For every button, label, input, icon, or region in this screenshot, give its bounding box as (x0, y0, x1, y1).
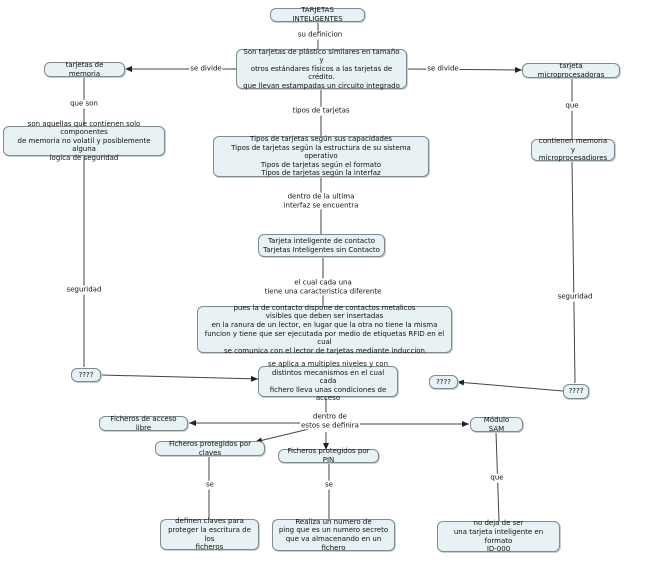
node-memory-cards[interactable]: tarjetas de memoria (44, 61, 125, 78)
node-memory-desc[interactable]: son aquellas que contienen solo componen… (3, 120, 165, 162)
node-pin-files[interactable]: Ficheros protegidos por PIN (278, 447, 379, 464)
node-q-left[interactable]: ???? (71, 368, 101, 382)
link-dentro-ultima: dentro de la ultima interfaz se encuentr… (282, 192, 360, 210)
node-sam[interactable]: Módulo SAM (470, 416, 523, 433)
link-que: que (564, 101, 580, 111)
node-title[interactable]: TARJETAS INTELIGENTES (270, 6, 365, 23)
node-contact-desc[interactable]: pues la de contacto dispone de contactos… (197, 304, 452, 355)
node-levels[interactable]: se aplica a multiples niveles y con dist… (258, 360, 398, 402)
link-su-definicion: su definicion (296, 30, 344, 40)
node-micro-desc[interactable]: contienen memoria y microprocesadiores (531, 137, 615, 162)
link-que-son: que son (69, 99, 99, 109)
link-se-pin: se (324, 480, 334, 490)
edge-to-key (254, 428, 310, 444)
node-types[interactable]: Tipos de tarjetas según sus capacidades … (213, 135, 429, 177)
link-se-divide-right: se divide (426, 64, 460, 74)
node-definition[interactable]: Son tarjetas de plástico similares en ta… (236, 48, 407, 90)
edge-microdesc-qfar (571, 160, 576, 384)
link-se-divide-left: se divide (189, 64, 223, 74)
link-dentro-estos: dentro de estos se definira (300, 412, 360, 430)
edge-qleft-levels (100, 374, 259, 382)
node-sam-desc[interactable]: no deja de ser una tarjeta inteligente e… (437, 519, 560, 553)
node-key-files[interactable]: Ficheros protegidos por claves (155, 440, 265, 457)
link-el-cual: el cual cada una tiene una caracteristic… (263, 278, 383, 296)
node-key-desc[interactable]: definen claves para proteger la escritur… (160, 517, 259, 551)
link-tipos-de-tarjetas: tipos de tarjetas (291, 106, 351, 116)
node-pin-desc[interactable]: Realiza un numero de ping que es un nume… (272, 518, 395, 552)
node-q-far-right[interactable]: ???? (563, 384, 589, 399)
link-se-key: se (205, 480, 215, 490)
link-seguridad-left: seguridad (65, 285, 103, 295)
edge-definition-micro (405, 66, 523, 73)
link-que-sam: que (489, 473, 505, 483)
node-q-right[interactable]: ???? (429, 375, 458, 389)
link-seguridad-right: seguridad (556, 292, 594, 302)
edge-qfar-qright (456, 379, 564, 392)
node-free-files[interactable]: Ficheros de acceso libre (99, 415, 188, 432)
node-microprocessor-cards[interactable]: tarjeta microprocesadoras (522, 62, 620, 79)
node-contact[interactable]: Tarjeta inteligente de contacto Tarjetas… (258, 234, 385, 257)
